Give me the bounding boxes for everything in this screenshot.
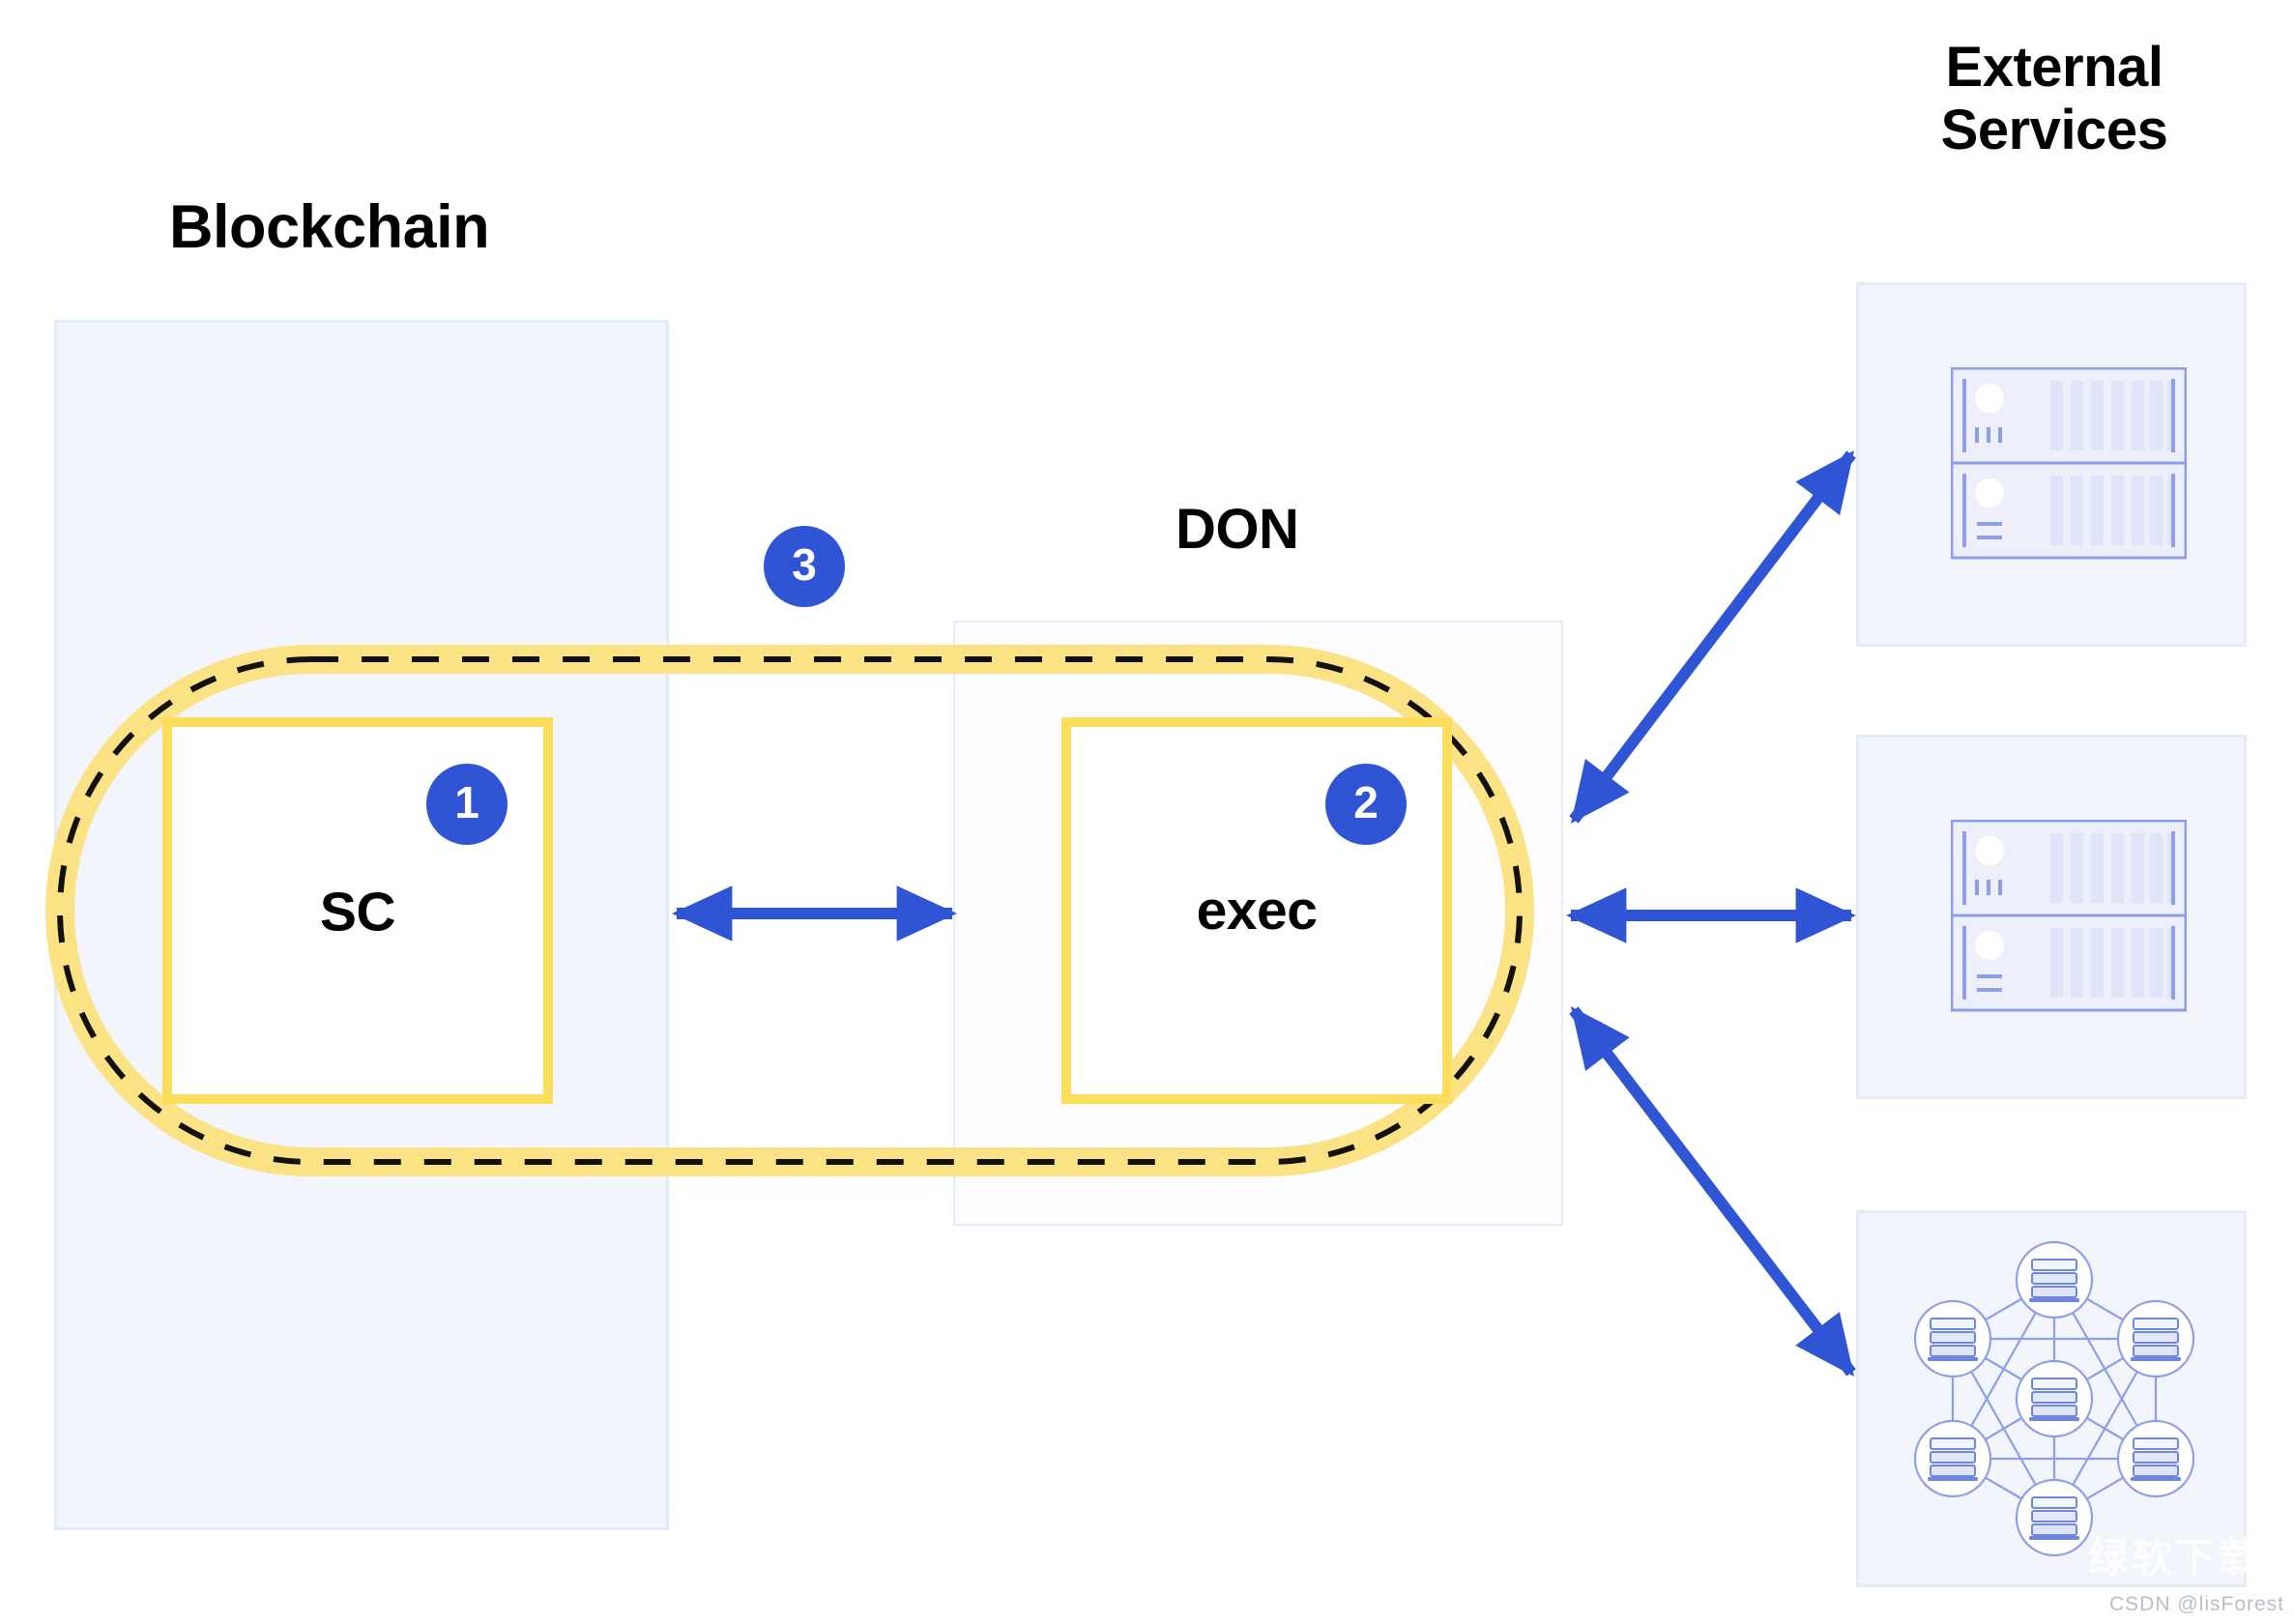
step-badge-2-text: 2 bbox=[1353, 777, 1379, 827]
external-services-title-line2: Services bbox=[1940, 98, 2168, 161]
smart-contract-label: SC bbox=[319, 881, 396, 943]
smart-contract-box[interactable]: SC bbox=[162, 717, 553, 1104]
server-rack-icon bbox=[1951, 367, 2187, 560]
rack-unit-bottom bbox=[1951, 461, 2187, 560]
server-rack-icon bbox=[1951, 820, 2187, 1012]
rack-unit-bottom bbox=[1951, 914, 2187, 1012]
exec-label: exec bbox=[1196, 880, 1318, 942]
exec-service-bottom-arrow bbox=[1569, 1006, 1856, 1377]
watermark-csdn: CSDN @lisForest bbox=[2109, 1593, 2285, 1615]
external-services-title: External Services bbox=[1895, 36, 2214, 162]
step-badge-1: 1 bbox=[426, 764, 508, 845]
watermark-chinese: 绿软下载 bbox=[2088, 1535, 2263, 1580]
step-badge-3: 3 bbox=[764, 526, 845, 607]
mesh-nodes bbox=[1914, 1240, 2194, 1557]
exec-service-top-arrow bbox=[1569, 450, 1856, 824]
blockchain-title: Blockchain bbox=[169, 193, 490, 261]
don-title: DON bbox=[1176, 498, 1299, 561]
external-services-title-line1: External bbox=[1945, 36, 2163, 99]
step-badge-2: 2 bbox=[1325, 764, 1407, 845]
rack-unit-top bbox=[1951, 820, 2187, 917]
step-badge-3-text: 3 bbox=[792, 539, 817, 590]
step-badge-1-text: 1 bbox=[454, 777, 479, 827]
rack-unit-top bbox=[1951, 367, 2187, 465]
network-mesh-icon bbox=[1914, 1240, 2194, 1557]
